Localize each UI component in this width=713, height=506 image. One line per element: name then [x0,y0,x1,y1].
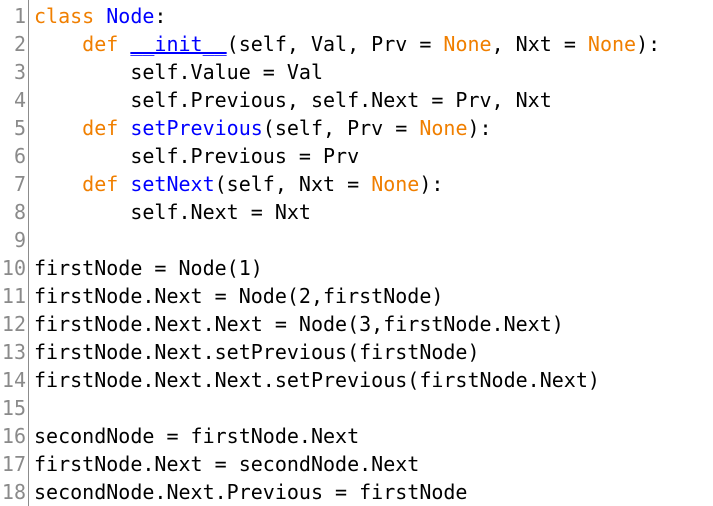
line-number: 13 [1,340,26,364]
identifier-token: setPrevious [130,116,263,140]
code-token: firstNode.Next.Next.setPrevious(firstNod… [34,368,600,392]
code-token: ): [419,172,444,196]
line-number: 6 [13,144,26,168]
line-number: 11 [1,284,26,308]
identifier-token: __init__ [130,32,227,56]
code-text: self.Value = Val [34,58,323,86]
line-number: 16 [1,424,26,448]
code-line[interactable]: 15 [0,394,713,422]
code-line[interactable]: 5 def setPrevious(self, Prv = None): [0,114,713,142]
code-token: firstNode.Next.setPrevious(firstNode) [34,340,480,364]
line-number-gutter [0,0,29,506]
line-number: 7 [13,172,26,196]
code-line[interactable]: 1 class Node: [0,2,713,30]
code-text: self.Previous, self.Next = Prv, Nxt [34,86,552,114]
code-token: : [154,4,167,28]
code-text: firstNode.Next.setPrevious(firstNode) [34,338,480,366]
keyword-token: None [443,32,492,56]
code-text: class Node: [34,2,166,30]
line-number: 8 [13,200,26,224]
code-line[interactable]: 11 firstNode.Next = Node(2,firstNode) [0,282,713,310]
code-text: secondNode.Next.Previous = firstNode [34,478,467,506]
code-line[interactable]: 12 firstNode.Next.Next = Node(3,firstNode… [0,310,713,338]
code-line[interactable]: 18 secondNode.Next.Previous = firstNode [0,478,713,506]
code-token: (self, Val, Prv = [226,32,444,56]
code-text: firstNode.Next = secondNode.Next [34,450,419,478]
keyword-token: None [587,32,637,56]
code-line[interactable]: 4 self.Previous, self.Next = Prv, Nxt [0,86,713,114]
keyword-token: class [34,4,107,28]
line-number: 3 [13,60,26,84]
code-text: def setPrevious(self, Prv = None): [34,114,492,142]
line-number: 4 [13,88,26,112]
code-line[interactable]: 17 firstNode.Next = secondNode.Next [0,450,713,478]
code-text: self.Previous = Prv [34,142,359,170]
code-token: firstNode = Node(1) [34,256,263,280]
keyword-token: None [419,116,468,140]
code-token: self.Next = Nxt [34,200,311,224]
code-token: ): [636,32,661,56]
line-number: 5 [13,116,26,140]
identifier-token: Node [106,4,155,28]
line-number: 1 [13,4,26,28]
code-line[interactable]: 13 firstNode.Next.setPrevious(firstNode) [0,338,713,366]
code-token: (self, Nxt = [214,172,372,196]
code-token: self.Value = Val [34,60,323,84]
keyword-token: def [82,116,131,140]
code-line[interactable]: 3 self.Value = Val [0,58,713,86]
code-text: firstNode.Next = Node(2,firstNode) [34,282,443,310]
code-token: secondNode.Next.Previous = firstNode [34,480,468,504]
keyword-token: None [371,172,420,196]
code-line[interactable]: 16 secondNode = firstNode.Next [0,422,713,450]
code-token: secondNode = firstNode.Next [34,424,360,448]
code-line[interactable]: 6 self.Previous = Prv [0,142,713,170]
keyword-token: def [82,32,131,56]
code-token: self.Previous, self.Next = Prv, Nxt [34,88,552,112]
code-token [34,32,82,56]
code-text: def setNext(self, Nxt = None): [34,170,443,198]
line-number: 15 [1,396,26,420]
code-text: self.Next = Nxt [34,198,311,226]
code-text: firstNode.Next.Next = Node(3,firstNode.N… [34,310,564,338]
code-line[interactable]: 2 def __init__(self, Val, Prv = None, Nx… [0,30,713,58]
code-token: , Nxt = [491,32,588,56]
line-number: 17 [1,452,26,476]
line-number: 18 [1,480,26,504]
code-text: def __init__(self, Val, Prv = None, Nxt … [34,30,660,58]
code-token: (self, Prv = [262,116,420,140]
line-number: 10 [1,256,26,280]
code-text: firstNode.Next.Next.setPrevious(firstNod… [34,366,600,394]
code-token: ): [467,116,492,140]
code-token [34,172,82,196]
code-line[interactable]: 8 self.Next = Nxt [0,198,713,226]
code-token: firstNode.Next.Next = Node(3,firstNode.N… [34,312,564,336]
code-token [34,116,82,140]
code-line[interactable]: 10 firstNode = Node(1) [0,254,713,282]
line-number: 14 [1,368,26,392]
code-text: firstNode = Node(1) [34,254,263,282]
code-line[interactable]: 9 [0,226,713,254]
line-number: 2 [13,32,26,56]
code-token: firstNode.Next = Node(2,firstNode) [34,284,444,308]
code-text: secondNode = firstNode.Next [34,422,359,450]
code-line[interactable]: 7 def setNext(self, Nxt = None): [0,170,713,198]
code-token: self.Previous = Prv [34,144,360,168]
keyword-token: def [82,172,131,196]
identifier-token: setNext [130,172,215,196]
code-token: firstNode.Next = secondNode.Next [34,452,420,476]
code-line[interactable]: 14 firstNode.Next.Next.setPrevious(firstN… [0,366,713,394]
line-number: 9 [13,228,26,252]
line-number: 12 [1,312,26,336]
